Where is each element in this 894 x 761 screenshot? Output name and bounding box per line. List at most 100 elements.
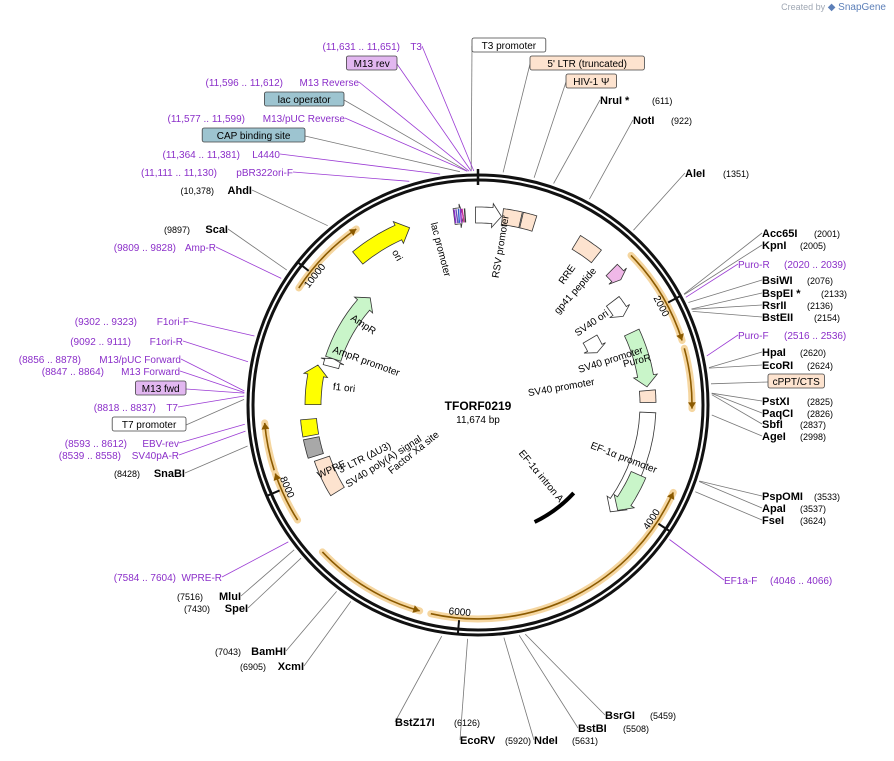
leader-line-left-21 [221, 541, 289, 578]
leader-line-left-6 [279, 153, 441, 175]
enzyme-label-ahdi: AhdI(10,378) [180, 185, 252, 197]
inner-feature-label-17: lac promoter [428, 221, 453, 278]
leader-line-left-5 [304, 135, 460, 173]
label-text: lac operator [278, 95, 331, 106]
enzyme-label-bamhi: BamHI(7043) [215, 646, 286, 658]
enzyme-label-apai: ApaI(3537) [762, 503, 826, 515]
enzyme-name: HpaI [762, 347, 786, 359]
enzyme-position: (8428) [114, 469, 140, 479]
scale-tick-4000 [657, 522, 670, 532]
primer-name: Amp-R [185, 243, 216, 254]
leader-line-left-2 [358, 81, 470, 172]
enzyme-label-bstz17i: BstZ17I(6126) [395, 717, 480, 729]
enzyme-name: SpeI [225, 603, 248, 615]
enzyme-label-mlui: MluI(7516) [177, 591, 241, 603]
leader-line-right-12 [692, 311, 763, 318]
primer-label-m13-puc-forward: M13/pUC Forward(8856 .. 8878) [19, 355, 181, 366]
label-text: T3 promoter [482, 41, 537, 52]
primer-label-sv40pa-r: SV40pA-R(8539 .. 8558) [59, 451, 179, 462]
enzyme-name: AgeI [762, 431, 786, 443]
label-box [263, 91, 345, 107]
leader-line-left-13 [180, 358, 245, 392]
label-text: T7 promoter [122, 420, 177, 431]
enzyme-label-bsrgi: BsrGI(5459) [605, 710, 676, 722]
feature-shape-10 [613, 470, 647, 511]
leader-line-left-9 [227, 228, 288, 271]
primer-range: (9092 .. 9111) [70, 337, 131, 348]
feature-shape-5 [605, 295, 630, 318]
enzyme-name: EcoRI [762, 360, 793, 372]
scale-tick-6000 [456, 620, 461, 634]
enzyme-label-bspei-: BspEI *(2133) [762, 288, 847, 300]
leader-line-right-19 [711, 394, 763, 425]
leader-line-right-1 [502, 63, 531, 173]
feature-shape-16 [325, 296, 374, 362]
leader-line-right-14 [708, 351, 763, 368]
enzyme-name: NruI * [600, 95, 630, 107]
enzyme-name: Acc65I [762, 228, 797, 240]
enzyme-position: (10,378) [180, 186, 214, 196]
enzyme-name: FseI [762, 515, 784, 527]
label-text: cPPT/CTS [773, 377, 821, 388]
enzyme-position: (2837) [800, 420, 826, 430]
enzyme-position: (2076) [807, 276, 833, 286]
leader-line-right-15 [709, 364, 763, 369]
feature-shape-9 [606, 411, 657, 513]
enzyme-position: (5631) [572, 736, 598, 746]
primer-name: WPRE-R [181, 573, 222, 584]
feature-shape-7 [623, 328, 659, 388]
primer-label-ebv-rev: EBV-rev(8593 .. 8612) [65, 439, 179, 450]
enzyme-position: (9897) [164, 225, 190, 235]
feature-shape-14 [302, 364, 329, 406]
watermark-brand: SnapGene [838, 2, 886, 13]
feature-shape-1 [500, 208, 523, 229]
leader-line-right-22 [699, 481, 763, 509]
primer-name: M13/pUC Forward [99, 355, 181, 366]
enzyme-label-alei: AleI(1351) [685, 168, 749, 180]
enzyme-name: SbfI [762, 419, 783, 431]
primer-name: F1ori-F [157, 317, 189, 328]
primer-label-m13-reverse: M13 Reverse(11,596 .. 11,612) [206, 78, 360, 89]
primer-range: (8593 .. 8612) [65, 439, 127, 450]
enzyme-name: EcoRV [460, 735, 496, 747]
leader-line-right-27 [503, 637, 535, 741]
leader-line-left-0 [421, 45, 475, 172]
primer-name: T7 [166, 403, 178, 414]
leader-line-right-4 [589, 119, 634, 200]
feature-shape-3 [571, 234, 602, 264]
enzyme-position: (6905) [240, 662, 266, 672]
enzyme-position: (5459) [650, 711, 676, 721]
label-box [345, 55, 398, 71]
leader-line-right-0 [470, 45, 473, 172]
enzyme-position: (3537) [800, 504, 826, 514]
primer-range: (9302 .. 9323) [75, 317, 137, 328]
feature-shape-8 [638, 389, 657, 403]
feature-shape-11 [313, 455, 345, 497]
orf-arrowhead-0 [676, 333, 684, 341]
leader-line-right-11 [691, 304, 763, 310]
primer-range: (11,577 .. 11,599) [168, 114, 245, 125]
leader-line-left-11 [188, 320, 255, 337]
feature-shape-2 [519, 211, 538, 232]
primer-range: (4046 .. 4066) [770, 576, 832, 587]
enzyme-position: (2624) [807, 361, 833, 371]
leader-line-left-25 [303, 601, 352, 667]
enzyme-label-hpai: HpaI(2620) [762, 347, 826, 359]
scale-tick-10000 [297, 262, 310, 272]
primer-name: Puro-R [738, 260, 770, 271]
leader-line-right-8 [685, 263, 739, 298]
feature-label-cap-binding-site: CAP binding site [201, 127, 306, 143]
leader-line-left-1 [396, 63, 472, 172]
orf-arc-0 [630, 254, 683, 341]
leader-line-left-20 [184, 445, 248, 474]
enzyme-position: (922) [671, 116, 692, 126]
primer-label-wpre-r: WPRE-R(7584 .. 7604) [114, 573, 222, 584]
feature-shape-6 [582, 334, 606, 354]
feature-label-t7-promoter: T7 promoter [111, 416, 187, 432]
leader-line-left-12 [182, 340, 249, 363]
primer-label-pbr322ori-f: pBR322ori-F(11,111 .. 11,130) [141, 168, 293, 179]
primer-range: (11,364 .. 11,381) [163, 150, 240, 161]
scale-tick-8000 [267, 489, 281, 497]
primer-range: (11,631 .. 11,651) [323, 42, 400, 53]
